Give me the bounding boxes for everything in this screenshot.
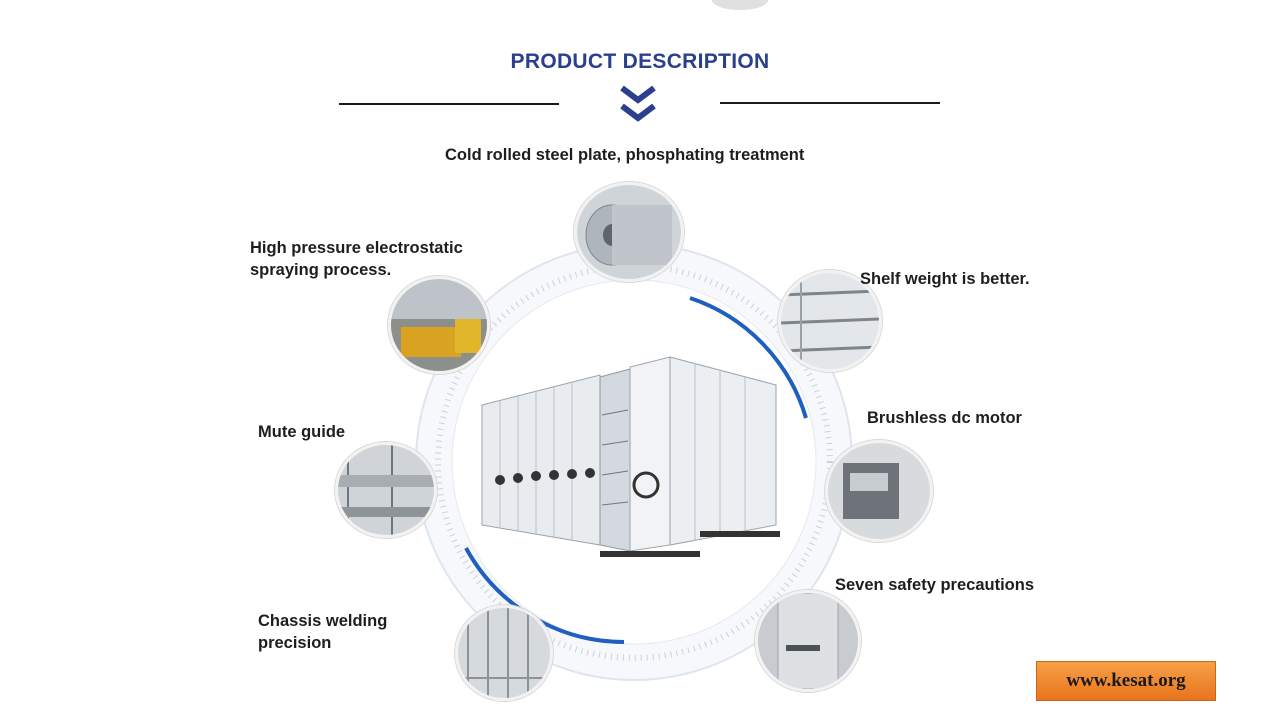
caption-safety: Seven safety precautions [835, 576, 1034, 594]
title-rule-left [339, 103, 559, 105]
caption-steel-plate: Cold rolled steel plate, phosphating tre… [445, 146, 805, 164]
shelf-image [778, 270, 882, 372]
steel-coil-image [574, 182, 684, 282]
page-title: PRODUCT DESCRIPTION [510, 50, 770, 73]
welding-image [455, 605, 553, 701]
guide-rail-image [335, 442, 437, 538]
website-badge[interactable]: www.kesat.org [1036, 661, 1216, 701]
caption-welding: Chassis welding precision [258, 612, 388, 652]
mobile-shelving-image [481, 356, 780, 557]
caption-shelf: Shelf weight is better. [860, 270, 1030, 288]
caption-motor: Brushless dc motor [867, 409, 1022, 427]
safety-image [755, 590, 861, 692]
top-decoration [712, 0, 768, 10]
chevron-down-icon [620, 85, 656, 122]
motor-image [825, 440, 933, 542]
spraying-line-image [388, 276, 490, 374]
title-rule-right [720, 102, 940, 104]
caption-spraying: High pressure electrostatic spraying pro… [250, 239, 463, 279]
caption-guide: Mute guide [258, 423, 346, 441]
